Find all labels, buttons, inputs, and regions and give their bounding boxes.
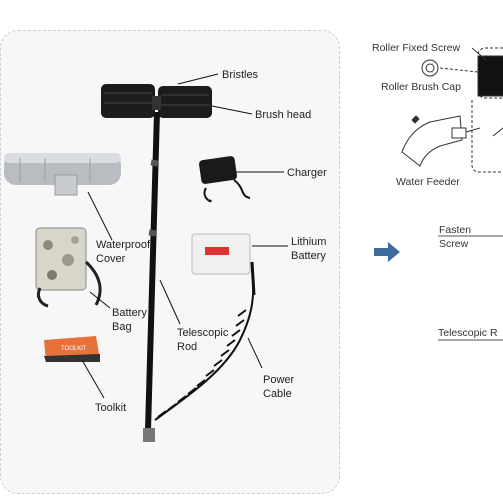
battery-bag-image [35, 227, 102, 308]
lithium-battery-image [191, 233, 251, 275]
lithium-battery-label: Lithium Battery [291, 236, 327, 262]
power-cable-label: Power Cable [263, 374, 295, 400]
toolkit-image: TOOLKIT [44, 336, 100, 362]
power-cable-image [154, 261, 256, 421]
bristles-label: Bristles [222, 69, 259, 81]
brush-head-label: Brush head [255, 109, 312, 121]
charger-label: Charger [287, 167, 327, 179]
fasten-screw-label: Fasten Screw [439, 224, 472, 250]
charger-image [199, 156, 251, 203]
waterproof-cover-image [4, 153, 121, 196]
telescopic-r-label: Telescopic R [438, 327, 498, 339]
roller-brush-cap-label: Roller Brush Cap [381, 81, 461, 93]
arrow-right-icon [374, 242, 400, 262]
waterproof-cover-label: Waterproof Cover [96, 239, 151, 265]
toolkit-pouch-text: TOOLKIT [61, 346, 87, 352]
toolkit-label: Toolkit [95, 402, 127, 414]
water-feeder-label: Water Feeder [396, 176, 460, 188]
right-detail-drawing [401, 47, 503, 173]
roller-fixed-screw-label: Roller Fixed Screw [372, 42, 461, 54]
brush-head-image [101, 84, 212, 118]
telescopic-rod-image [143, 111, 160, 442]
telescopic-rod-label: Telescopic Rod [177, 327, 229, 353]
leader-lines [81, 73, 288, 399]
battery-bag-label: Battery Bag [112, 307, 147, 333]
